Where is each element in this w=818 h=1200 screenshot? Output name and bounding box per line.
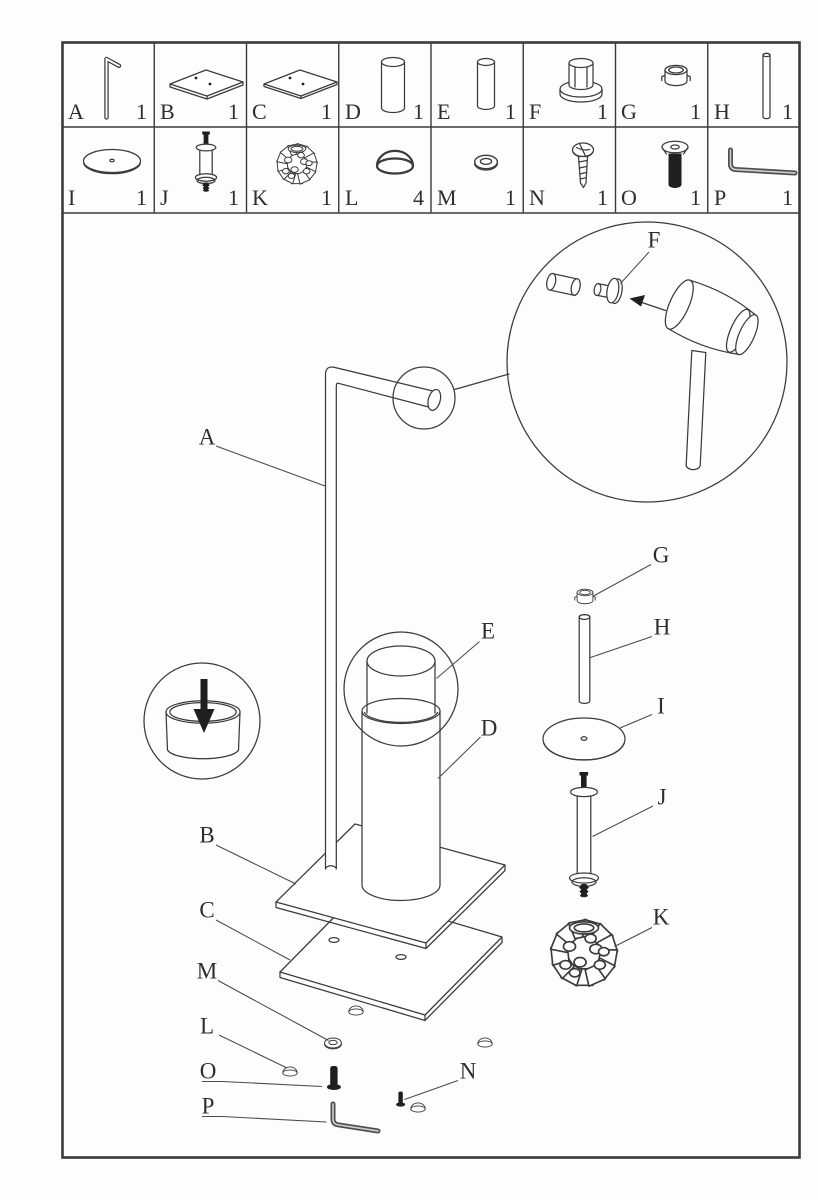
detail-ring-arm	[392, 366, 456, 430]
arm-tube-stub	[546, 272, 581, 297]
cell-qty: 1	[782, 99, 793, 124]
callout-O: O	[199, 1058, 217, 1084]
cell-letter: L	[345, 185, 359, 210]
cell-letter: J	[160, 185, 169, 210]
plug-g-part	[574, 588, 596, 605]
callout-P: P	[201, 1093, 215, 1119]
cell-letter: D	[345, 99, 361, 124]
cell-qty: 4	[413, 185, 424, 210]
dome-cap-part-2	[477, 1037, 493, 1048]
press-detail-circle	[143, 662, 261, 780]
cell-letter: K	[252, 185, 268, 210]
dome-cap-icon	[375, 149, 415, 175]
detail-connector	[453, 373, 510, 391]
lid-i-part	[542, 717, 626, 761]
callout-G: G	[652, 542, 670, 568]
cover-plate-icon	[263, 69, 338, 100]
cell-qty: 1	[136, 99, 147, 124]
bolt-o-part	[326, 1066, 341, 1090]
brush-head-k-part	[551, 919, 618, 986]
allen-key-icon	[728, 147, 798, 176]
callout-K: K	[652, 904, 670, 930]
cell-letter: G	[621, 99, 637, 124]
cell-letter: N	[529, 185, 545, 210]
dome-cap-part-4	[410, 1102, 426, 1113]
cell-qty: 1	[228, 99, 239, 124]
cell-qty: 1	[413, 99, 424, 124]
exploded-view	[143, 221, 788, 1134]
sheet-frame	[61, 41, 801, 1159]
mallet	[664, 279, 759, 356]
press-down-arrow	[193, 679, 215, 733]
tube-icon	[380, 56, 406, 114]
leader-lines	[202, 251, 654, 1123]
callout-M: M	[196, 958, 218, 984]
callout-H: H	[653, 614, 671, 640]
dome-cap-part-3	[282, 1066, 298, 1077]
cell-letter: O	[621, 185, 637, 210]
bolt-icon	[661, 140, 689, 188]
inner-cup-icon	[476, 57, 496, 111]
screw-n-part	[396, 1091, 406, 1107]
cell-qty: 1	[597, 185, 608, 210]
callout-E: E	[480, 618, 496, 644]
cell-letter: C	[252, 99, 267, 124]
cell-letter: P	[714, 185, 727, 210]
callout-F: F	[647, 227, 661, 253]
dome-cap-part-1	[348, 1005, 364, 1016]
mallet-handle	[685, 349, 707, 471]
holder-tube-d	[361, 697, 441, 902]
allen-key-p-part	[330, 1101, 381, 1134]
base-plate-icon	[169, 69, 244, 100]
brush-handle-j-part	[568, 772, 600, 898]
callout-B: B	[199, 822, 215, 848]
callout-L: L	[199, 1013, 215, 1039]
end-cap-f-part	[593, 277, 623, 305]
callout-A: A	[198, 424, 216, 450]
parts-table-icons	[82, 52, 798, 192]
pole-icon	[104, 56, 122, 120]
cell-letter: A	[68, 99, 84, 124]
lid-icon	[82, 148, 142, 175]
cell-qty: 1	[136, 185, 147, 210]
cell-letter: F	[529, 99, 542, 124]
cell-qty: 1	[321, 185, 332, 210]
cell-qty: 1	[505, 99, 516, 124]
cell-qty: 1	[321, 99, 332, 124]
cell-letter: H	[714, 99, 730, 124]
cell-qty: 1	[228, 185, 239, 210]
brush-handle-icon	[194, 131, 218, 192]
detail-circle-f	[506, 221, 788, 503]
plug-icon	[661, 64, 691, 87]
detail-ring-e	[343, 631, 459, 747]
cell-letter: B	[160, 99, 175, 124]
cell-qty: 1	[782, 185, 793, 210]
rod-h-part	[578, 613, 591, 704]
callout-I: I	[657, 693, 665, 719]
callout-D: D	[480, 715, 498, 741]
cell-letter: I	[68, 185, 76, 210]
cell-letter: M	[437, 185, 457, 210]
rod-icon	[762, 52, 771, 120]
washer-icon	[473, 154, 499, 171]
inner-cup-e	[366, 645, 436, 714]
brush-head-icon	[277, 144, 318, 184]
hammer-arrow	[629, 295, 667, 312]
end-cap-icon	[559, 57, 603, 103]
pole-a	[324, 366, 442, 870]
cell-qty: 1	[690, 99, 701, 124]
callout-C: C	[199, 897, 215, 923]
cell-letter: E	[437, 99, 451, 124]
callout-J: J	[657, 784, 667, 810]
cell-qty: 1	[505, 185, 516, 210]
screw-icon	[571, 142, 595, 189]
cell-qty: 1	[597, 99, 608, 124]
callout-N: N	[459, 1058, 477, 1084]
cell-qty: 1	[690, 185, 701, 210]
